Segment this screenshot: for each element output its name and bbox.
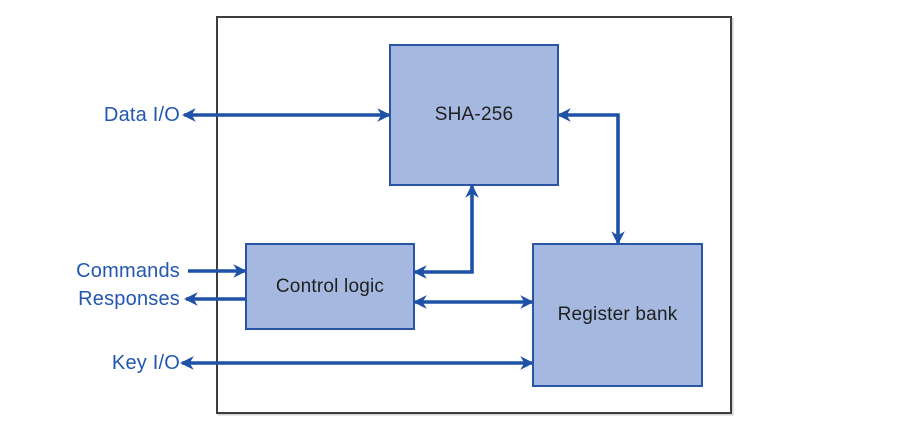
label-data-io: Data I/O xyxy=(103,104,180,126)
chip-boundary-box xyxy=(216,16,732,414)
node-sha256: SHA-256 xyxy=(389,44,559,186)
node-sha256-label: SHA-256 xyxy=(434,104,514,125)
node-register-bank: Register bank xyxy=(532,243,703,387)
label-key-io: Key I/O xyxy=(111,352,180,374)
node-control-logic-label: Control logic xyxy=(275,275,385,297)
node-register-bank-label: Register bank xyxy=(557,304,678,325)
node-control-logic: Control logic xyxy=(245,243,415,330)
label-commands: Commands xyxy=(76,260,180,282)
label-responses: Responses xyxy=(78,288,180,310)
